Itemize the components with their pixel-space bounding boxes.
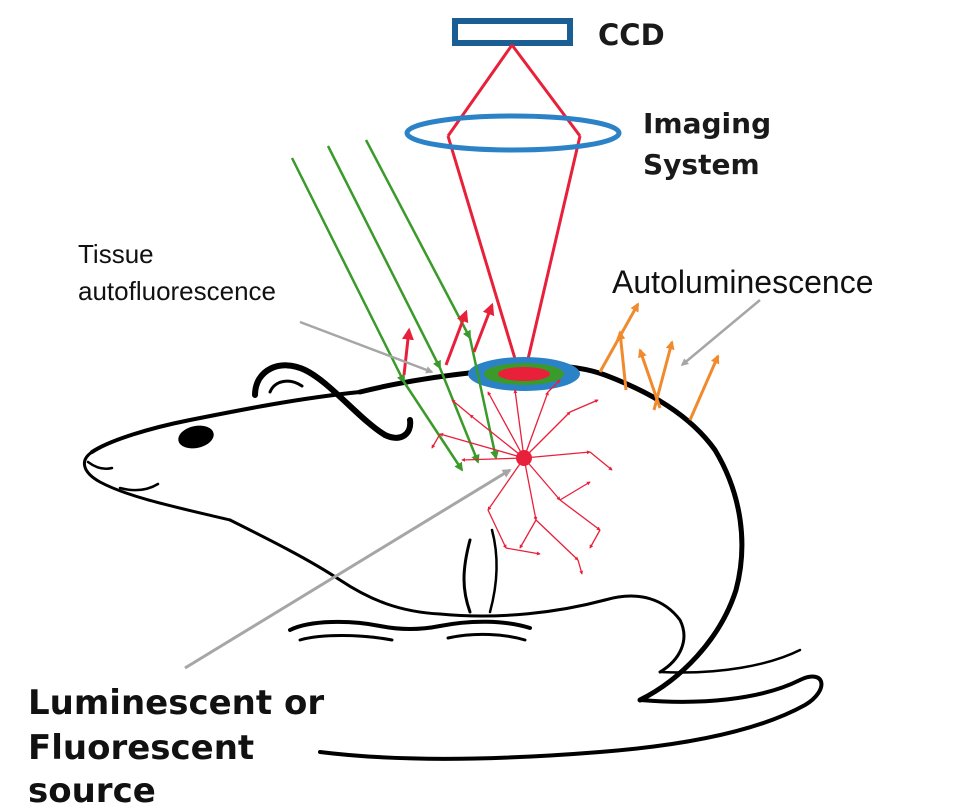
source-label-line2: Fluorescent <box>28 728 254 768</box>
mouse-outline <box>83 362 824 761</box>
autoluminescence-arrows <box>598 302 720 421</box>
autofluorescence-arrows <box>401 302 495 376</box>
tissue-autofluorescence-label-line1: Tissue <box>78 239 154 269</box>
tissue-autofluorescence-label-line2: autofluorescence <box>78 276 276 306</box>
autoluminescence-label: Autoluminescence <box>612 264 873 300</box>
source-label-line1: Luminescent or <box>28 683 324 723</box>
emission-light-path <box>446 44 582 373</box>
imaging-system-label-line2: System <box>643 148 760 181</box>
scattered-photons <box>431 379 613 575</box>
ccd-label: CCD <box>598 18 665 52</box>
excitation-light-beams <box>290 139 499 472</box>
imaging-lens <box>404 113 622 153</box>
pointer-arrows <box>184 299 761 670</box>
source-label-line3: source <box>28 771 156 811</box>
surface-signal-spot <box>468 357 580 391</box>
mouse-eye <box>178 425 214 449</box>
light-source <box>516 450 532 466</box>
ccd-sensor <box>452 18 573 46</box>
imaging-system-label-line1: Imaging <box>643 107 771 140</box>
